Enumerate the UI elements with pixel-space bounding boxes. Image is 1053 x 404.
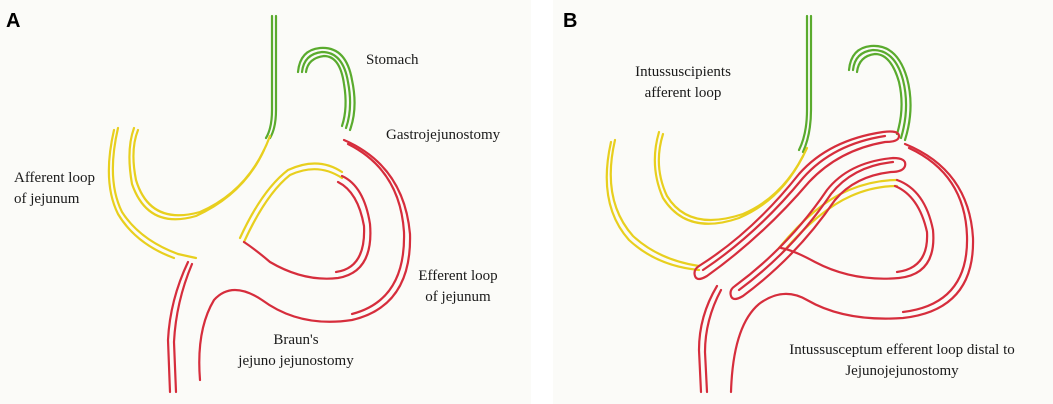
panel-label-a: A bbox=[6, 10, 21, 32]
aff-stroke bbox=[653, 130, 805, 225]
label-efferent-line-2: of jejunum bbox=[425, 289, 491, 305]
eff-stroke bbox=[198, 138, 412, 382]
aff-stroke bbox=[107, 128, 176, 260]
aff-stroke bbox=[605, 140, 701, 272]
label-intussusceptum: Intussusceptum efferent loop distal to J… bbox=[761, 340, 1043, 382]
label-intussusceptum-line-1: Intussusceptum efferent loop distal to bbox=[789, 342, 1015, 358]
label-braun-line-1: Braun's bbox=[273, 332, 319, 348]
label-intussuscipients-line-2: afferent loop bbox=[644, 85, 722, 101]
diagram-b bbox=[605, 14, 975, 394]
eff-stroke bbox=[729, 156, 907, 301]
aff-stroke bbox=[128, 126, 266, 221]
label-afferent-line-2: of jejunum bbox=[14, 191, 80, 207]
eff-stroke bbox=[901, 146, 969, 314]
eff-stroke bbox=[242, 174, 372, 280]
aff-stroke bbox=[176, 252, 198, 260]
eff-stroke bbox=[166, 260, 190, 394]
eff-stroke bbox=[737, 160, 895, 292]
stomach-stroke bbox=[268, 14, 278, 140]
aff-stroke bbox=[657, 132, 809, 222]
stomach-stroke bbox=[851, 48, 908, 140]
stomach-stroke bbox=[300, 50, 352, 130]
eff-stroke bbox=[779, 178, 935, 280]
afferent-loop-a bbox=[107, 126, 344, 260]
stomach-stroke bbox=[855, 52, 903, 136]
label-efferent-line-1: Efferent loop bbox=[418, 268, 498, 284]
eff-stroke bbox=[697, 284, 719, 394]
panel-b: B bbox=[553, 0, 1053, 404]
label-braun: Braun's jejuno jejunostomy bbox=[216, 330, 376, 372]
efferent-loop-b bbox=[693, 130, 975, 394]
eff-stroke bbox=[729, 142, 975, 394]
efferent-loop-a bbox=[166, 138, 412, 394]
aff-stroke bbox=[242, 168, 344, 244]
stomach-stroke bbox=[801, 14, 813, 154]
diagram-a bbox=[107, 14, 412, 394]
eff-stroke bbox=[334, 180, 366, 274]
stomach-b bbox=[797, 14, 912, 154]
label-stomach: Stomach bbox=[366, 52, 419, 68]
eff-stroke bbox=[701, 134, 887, 272]
stomach-stroke bbox=[264, 14, 274, 140]
label-braun-line-2: jejuno jejunostomy bbox=[238, 353, 354, 369]
stomach-stroke bbox=[797, 14, 809, 152]
stomach-stroke bbox=[296, 46, 356, 132]
stomach-stroke bbox=[847, 44, 912, 142]
label-gastrojejunostomy: Gastrojejunostomy bbox=[386, 127, 501, 143]
eff-stroke bbox=[693, 130, 901, 281]
stomach-stroke bbox=[304, 54, 347, 128]
panel-a: A Stomach Gastr bbox=[6, 10, 510, 394]
aff-stroke bbox=[238, 162, 344, 240]
eff-stroke bbox=[346, 142, 406, 316]
label-afferent-loop: Afferent loop of jejunum bbox=[14, 168, 95, 210]
aff-stroke bbox=[609, 138, 701, 268]
eff-stroke bbox=[893, 184, 929, 274]
panel-label-b: B bbox=[563, 10, 578, 32]
label-afferent-line-1: Afferent loop bbox=[14, 170, 95, 186]
stomach-a bbox=[264, 14, 356, 140]
label-intussuscipients-line-1: Intussuscipients bbox=[635, 64, 731, 80]
aff-stroke bbox=[111, 126, 180, 256]
afferent-loop-b bbox=[605, 130, 899, 272]
eff-stroke bbox=[172, 262, 194, 394]
label-intussuscipients: Intussuscipients afferent loop bbox=[603, 62, 763, 104]
label-efferent-loop: Efferent loop of jejunum bbox=[406, 266, 510, 308]
label-intussusceptum-line-2: Jejunojejunostomy bbox=[845, 363, 959, 379]
eff-stroke bbox=[703, 288, 723, 394]
